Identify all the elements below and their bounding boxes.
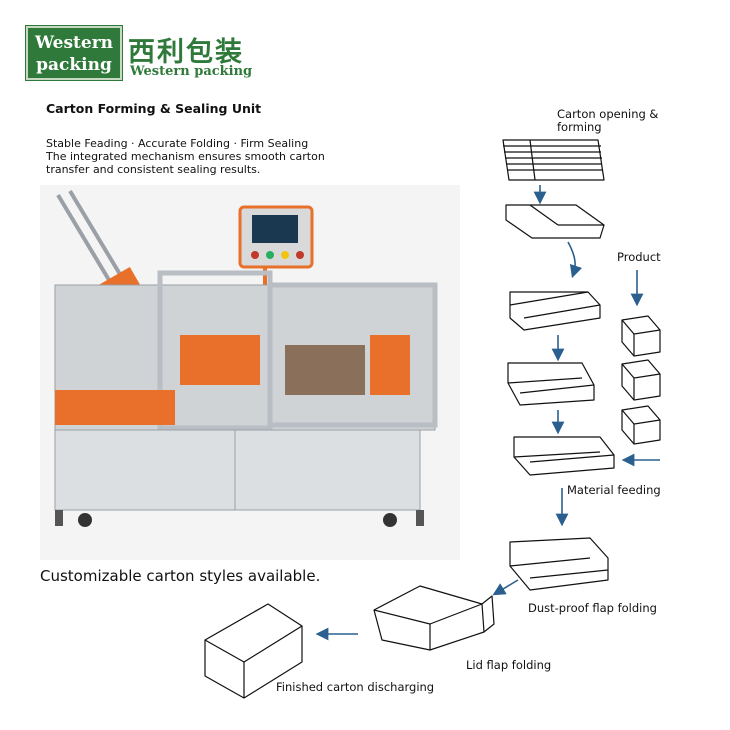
step-dust-proof-label: Dust-proof flap folding [528, 601, 657, 615]
support-foot [55, 510, 63, 526]
dust-proof-carton [509, 537, 609, 591]
conveyor-panel [55, 390, 175, 425]
carton-open-ends [507, 362, 595, 406]
brand-logo: Western packing [26, 26, 122, 80]
support-foot [416, 510, 424, 526]
logo-line2: packing [36, 55, 112, 75]
side-panel [370, 335, 410, 395]
step-opening-label: Carton opening & forming [557, 108, 658, 134]
finished-carton [204, 603, 303, 699]
flow-arrow [567, 241, 583, 279]
feature-description: Stable Feading · Accurate Folding · Firm… [46, 137, 325, 176]
unit-title: Carton Forming & Sealing Unit [46, 101, 262, 116]
carton-feeding [513, 436, 615, 476]
brand-name-cn: 西利包装 [128, 37, 244, 68]
brand-name-en: Western packing [130, 64, 253, 79]
step-lid-flap-label: Lid flap folding [466, 658, 552, 672]
lid-flap-carton [373, 585, 495, 651]
opening-line1: Carton opening & [557, 107, 659, 121]
flat-carton-stack [502, 139, 605, 181]
caster-wheel [383, 513, 397, 527]
flow-arrow [492, 579, 519, 596]
logo-line1: Western [34, 33, 114, 53]
description-line1: The integrated mechanism ensures smooth … [46, 150, 325, 163]
opening-line2: forming [557, 120, 602, 134]
step-finished-label: Finished carton discharging [276, 680, 435, 694]
opened-carton [505, 204, 605, 239]
control-panel [238, 205, 314, 285]
step-feeding-label: Material feeding [567, 483, 661, 497]
product-block [621, 359, 661, 401]
gearbox-panel [180, 335, 260, 385]
drive-mechanism [285, 345, 365, 395]
formed-carton [509, 291, 601, 331]
guard-window [267, 282, 438, 428]
machine-photo [40, 185, 460, 560]
product-block [621, 405, 661, 445]
features-line: Stable Feading · Accurate Folding · Firm… [46, 137, 309, 150]
step-product-label: Product [617, 250, 661, 264]
caster-wheel [78, 513, 92, 527]
product-block [621, 315, 661, 357]
base-cabinet [54, 429, 421, 511]
customizable-note: Customizable carton styles available. [40, 567, 321, 585]
description-line2: transfer and consistent sealing results. [46, 163, 261, 176]
